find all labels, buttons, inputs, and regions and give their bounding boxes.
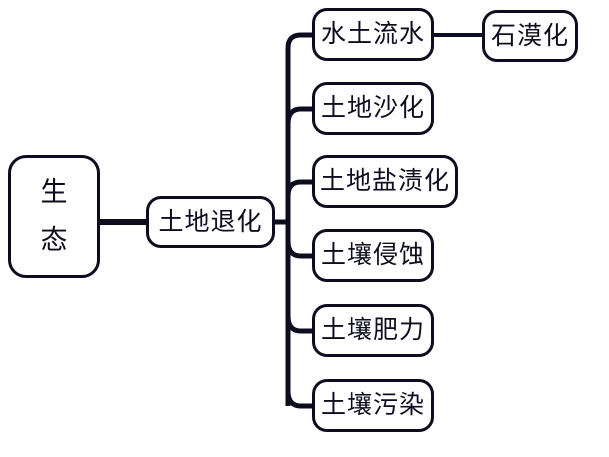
node-land-degradation[interactable]: 土地退化: [146, 196, 275, 248]
node-soil-fertility-label: 土壤肥力: [320, 315, 425, 345]
node-rocky-desertification-label: 石漠化: [490, 20, 569, 50]
node-land-salinization[interactable]: 土地盐渍化: [312, 155, 458, 208]
node-soil-erosion[interactable]: 土壤侵蚀: [312, 229, 434, 282]
node-rocky-desertification[interactable]: 石漠化: [482, 10, 578, 62]
edge-trunk-to-soil-water-loss: [285, 32, 312, 50]
node-root-ecology[interactable]: 生 态: [8, 155, 100, 278]
node-soil-erosion-label: 土壤侵蚀: [320, 240, 425, 270]
edge-trunk-to-soil-fertility: [285, 315, 312, 334]
node-root-ecology-label: 生 态: [40, 177, 68, 256]
node-land-desertification[interactable]: 土地沙化: [312, 82, 434, 135]
edge-trunk-to-soil-pollution: [285, 390, 312, 409]
node-land-degradation-label: 土地退化: [158, 206, 263, 236]
node-soil-water-loss-label: 水土流水: [320, 19, 425, 49]
edge-trunk-to-soil-erosion: [285, 240, 312, 259]
node-land-desertification-label: 土地沙化: [320, 93, 425, 123]
edge-trunk-to-land-desertification: [285, 106, 312, 125]
node-land-salinization-label: 土地盐渍化: [319, 166, 450, 196]
edge-trunk-to-land-salinization: [285, 179, 312, 197]
node-soil-fertility[interactable]: 土壤肥力: [312, 304, 434, 357]
node-soil-pollution-label: 土壤污染: [320, 390, 425, 420]
node-soil-pollution[interactable]: 土壤污染: [312, 379, 434, 432]
node-soil-water-loss[interactable]: 水土流水: [312, 8, 434, 61]
